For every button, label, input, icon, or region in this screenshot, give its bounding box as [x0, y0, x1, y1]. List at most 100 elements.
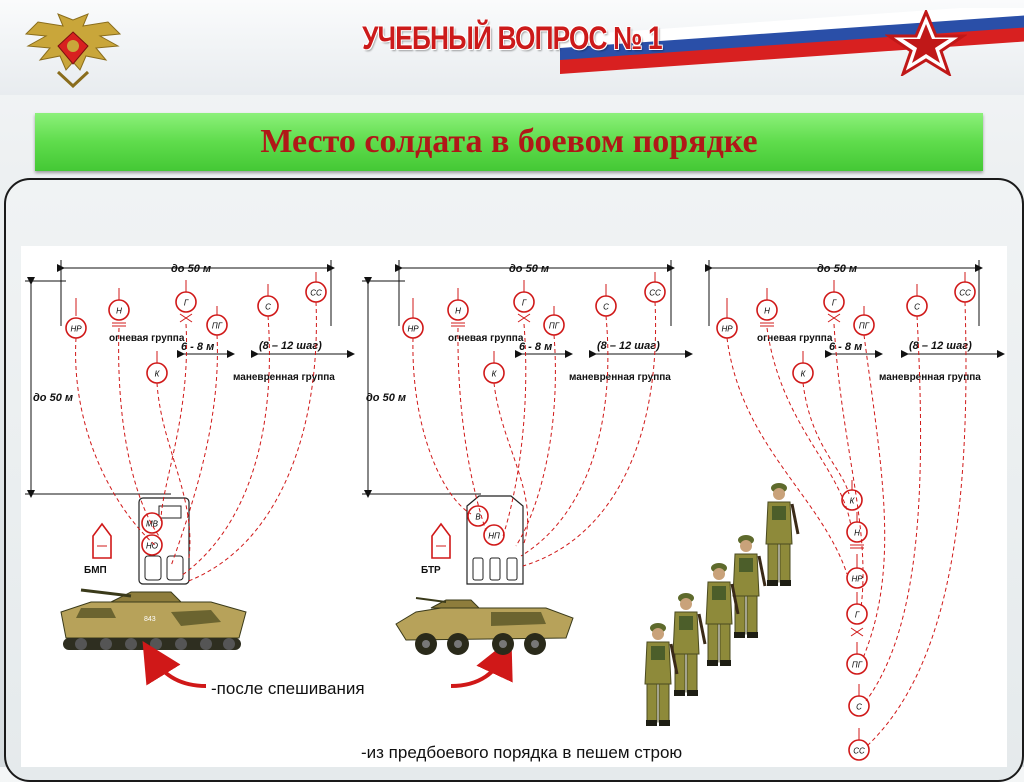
pos-np-2: НП — [483, 524, 505, 546]
pos-no-1: НО — [141, 534, 163, 556]
movement-paths-1 — [75, 301, 317, 583]
soldier-figure — [732, 535, 767, 638]
svg-text:Н: Н — [854, 529, 860, 538]
svg-text:СС: СС — [649, 289, 661, 298]
arrow-to-bmp — [142, 640, 207, 688]
depth-label-2: до 50 м — [366, 392, 406, 404]
battle-order-diagram: до 50 м до 50 м НР Н Г ПГ С СС К огневая… — [21, 246, 1007, 767]
svg-text:НР: НР — [407, 325, 419, 334]
svg-text:С: С — [914, 303, 920, 312]
pos-k-1: К — [146, 351, 168, 384]
width-label-3: до 50 м — [817, 263, 857, 275]
section-banner: Место солдата в боевом порядке — [35, 113, 983, 171]
bmp-icon — [92, 522, 112, 559]
diagram-bmp: до 50 м до 50 м НР Н Г ПГ С СС К огневая… — [25, 260, 355, 650]
svg-text:СС: СС — [310, 289, 322, 298]
svg-text:С: С — [265, 303, 271, 312]
page-title: УЧЕБНЫЙ ВОПРОС № 1 — [362, 20, 662, 56]
svg-text:ПГ: ПГ — [212, 322, 223, 331]
pos-n-1: Н — [108, 288, 130, 327]
width-label-1: до 50 м — [171, 263, 211, 275]
diagram-btr: до 50 м до 50 м НР Н Г ПГ С СС К огневая… — [362, 260, 693, 655]
svg-text:843: 843 — [144, 616, 156, 623]
soldier-column — [644, 483, 800, 726]
svg-text:НО: НО — [146, 542, 158, 551]
svg-text:В: В — [475, 513, 481, 522]
svg-text:ПГ: ПГ — [859, 322, 870, 331]
soldier-figure — [705, 563, 740, 666]
pos-nr-2: НР — [402, 298, 424, 339]
svg-text:С: С — [856, 703, 862, 712]
fire-group-label-1: огневая группа — [109, 333, 185, 344]
pos-ss-2: СС — [644, 272, 666, 303]
pos-ss-col: СС — [848, 728, 870, 761]
svg-text:Г: Г — [184, 299, 189, 308]
soldier-figure — [672, 593, 707, 696]
pos-pg-col: ПГ — [846, 642, 868, 675]
pos-ss-3: СС — [954, 272, 976, 303]
pos-s-col: С — [848, 684, 870, 717]
pos-g-col: Г — [846, 592, 868, 637]
fire-group-label-2: огневая группа — [448, 333, 524, 344]
steps-range-2: 6 - 8 м — [519, 341, 552, 353]
btr-icon — [431, 522, 451, 559]
btr-label: БТР — [421, 565, 441, 576]
maneuver-group-label-2: маневренная группа — [569, 372, 671, 383]
soldier-figure — [765, 483, 800, 586]
svg-text:НР: НР — [70, 325, 82, 334]
fire-group-label-3: огневая группа — [757, 333, 833, 344]
maneuver-group-label-1: маневренная группа — [233, 372, 335, 383]
pos-ss-1: СС — [305, 272, 327, 303]
pos-nr-col: НР — [846, 554, 868, 589]
svg-text:Г: Г — [832, 299, 837, 308]
pos-nr-3: НР — [716, 298, 738, 339]
svg-text:С: С — [603, 303, 609, 312]
pos-g-1: Г — [175, 280, 197, 323]
svg-text:Г: Г — [855, 611, 860, 620]
steps-paren-1: (8 – 12 шаг) — [259, 340, 322, 352]
pos-s-1: С — [257, 284, 279, 317]
caption-dismount: -после спешивания — [211, 679, 365, 698]
pos-pg-3: ПГ — [853, 306, 875, 336]
pos-nr-1: НР — [65, 298, 87, 339]
caption-column: -из предбоевого порядка в пешем строю — [361, 743, 682, 762]
steps-range-1: 6 - 8 м — [181, 341, 214, 353]
pos-mv-1: МВ — [141, 512, 163, 534]
pos-pg-1: ПГ — [206, 306, 228, 336]
svg-text:Г: Г — [522, 299, 527, 308]
steps-paren-2: (8 – 12 шаг) — [597, 340, 660, 352]
width-label-2: до 50 м — [509, 263, 549, 275]
pos-k-col: К — [841, 480, 863, 511]
pos-g-3: Г — [823, 280, 845, 323]
svg-text:К: К — [492, 370, 498, 379]
pos-pg-2: ПГ — [543, 306, 565, 336]
pos-s-3: С — [906, 284, 928, 317]
depth-label-1: до 50 м — [33, 392, 73, 404]
svg-text:Н: Н — [116, 307, 122, 316]
svg-text:ПГ: ПГ — [549, 322, 560, 331]
svg-text:СС: СС — [959, 289, 971, 298]
pos-n-col: Н — [846, 512, 868, 549]
svg-text:Н: Н — [455, 307, 461, 316]
svg-text:НП: НП — [488, 532, 500, 541]
section-subtitle: Место солдата в боевом порядке — [260, 123, 758, 160]
svg-text:К: К — [801, 370, 807, 379]
pos-s-2: С — [595, 284, 617, 317]
movement-paths-2 — [412, 301, 657, 567]
pos-g-2: Г — [513, 280, 535, 323]
svg-text:К: К — [155, 370, 161, 379]
pos-k-3: К — [792, 351, 814, 384]
bmp-label: БМП — [84, 565, 107, 576]
soldier-figure — [644, 623, 679, 726]
svg-text:К: К — [850, 497, 856, 506]
pos-n-2: Н — [447, 288, 469, 327]
svg-text:НР: НР — [851, 575, 863, 584]
bmp-vehicle: 843 — [60, 588, 247, 650]
svg-text:СС: СС — [853, 747, 865, 756]
army-star-icon — [885, 10, 967, 76]
arrow-to-btr — [450, 637, 513, 688]
movement-paths-3 — [726, 301, 967, 747]
svg-text:ПГ: ПГ — [852, 661, 863, 670]
steps-range-3: 6 - 8 м — [829, 341, 862, 353]
diagram-canvas: до 50 м до 50 м НР Н Г ПГ С СС К огневая… — [25, 260, 1005, 762]
